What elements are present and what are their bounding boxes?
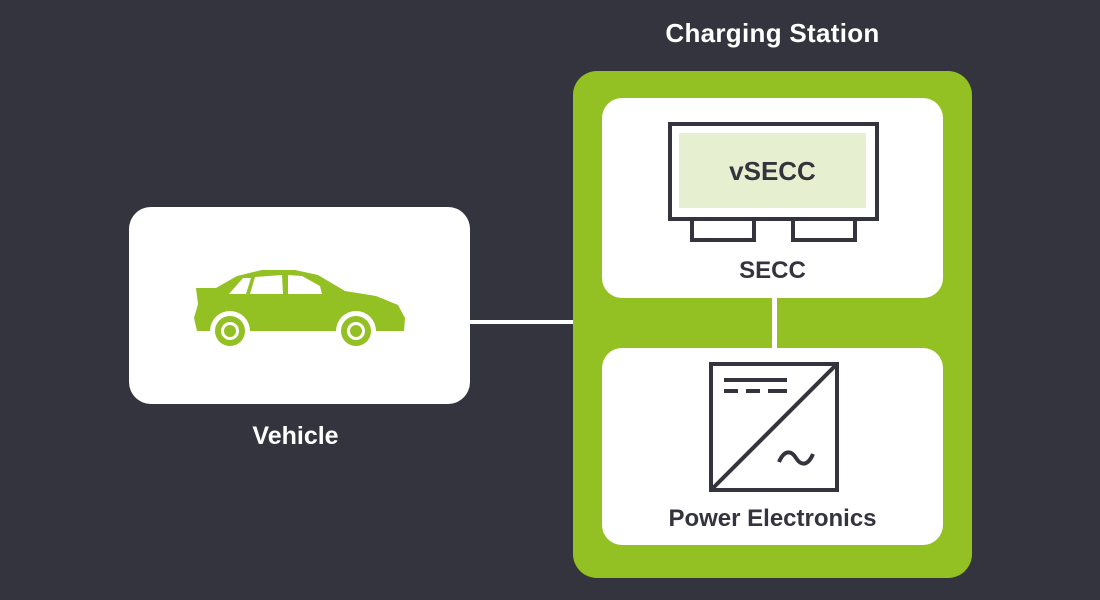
vehicle-station-connector xyxy=(470,320,576,324)
vehicle-label: Vehicle xyxy=(252,422,339,450)
vehicle-card xyxy=(129,207,470,404)
vsecc-label: vSECC xyxy=(729,156,816,186)
power-electronics-label: Power Electronics xyxy=(668,505,877,532)
secc-power-connector xyxy=(772,298,777,348)
charging-station-title: Charging Station xyxy=(665,18,880,48)
secc-label: SECC xyxy=(739,257,806,284)
